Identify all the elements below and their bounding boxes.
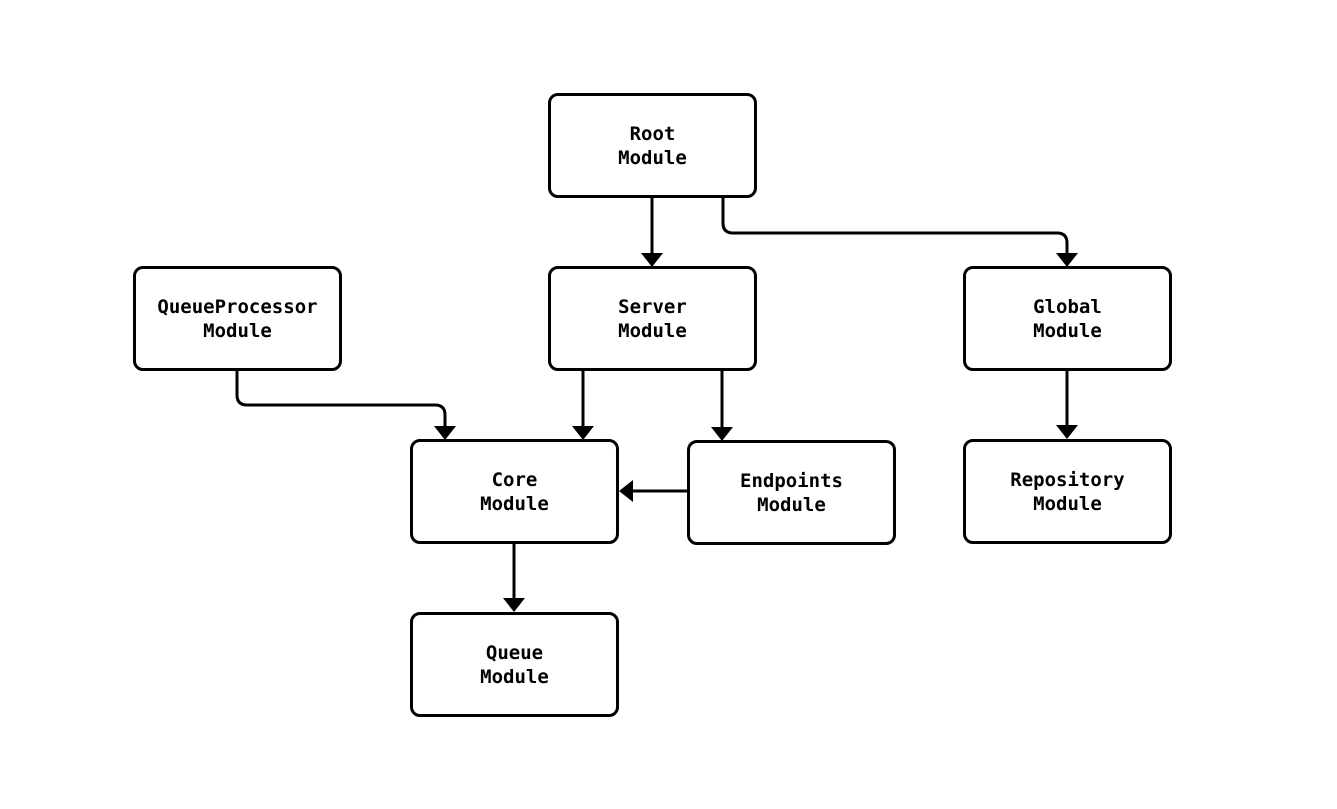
node-root-module-label-line2: Module [618,146,687,169]
node-server-module-label-line2: Module [618,319,687,342]
node-server-module-label-line1: Server [618,295,687,318]
edge-core-queue-arrowhead [503,598,525,612]
edge-root-global-arrowhead [1056,253,1078,267]
node-queue-module-label-line1: Queue [485,641,544,664]
edge-root-global-line [721,198,1069,254]
edge-queueprocessor-core-arrowhead [434,426,456,440]
node-global-module: Global Module [963,266,1172,371]
node-core-module: Core Module [410,439,619,544]
edge-root-server-arrowhead [641,253,663,267]
node-queue-module-label-line2: Module [480,665,549,688]
edge-server-core-arrowhead [572,426,594,440]
node-server-module: Server Module [548,266,757,371]
node-root-module: Root Module [548,93,757,198]
node-repository-module: Repository Module [963,439,1172,544]
node-repository-module-label-line1: Repository [1010,468,1125,491]
node-global-module-label-line1: Global [1033,295,1102,318]
node-queueprocessor-module-label-line1: QueueProcessor [157,295,318,318]
node-queueprocessor-module-label-line2: Module [203,319,272,342]
edge-endpoints-core-arrowhead [619,480,633,502]
node-endpoints-module-label-line1: Endpoints [740,469,843,492]
edge-global-repository-arrowhead [1056,425,1078,439]
node-root-module-label-line1: Root [629,122,676,145]
node-queue-module: Queue Module [410,612,619,717]
edge-queueprocessor-core-line [235,371,447,427]
node-repository-module-label-line2: Module [1033,492,1102,515]
node-endpoints-module-label-line2: Module [757,493,826,516]
node-core-module-label-line1: Core [491,468,538,491]
node-core-module-label-line2: Module [480,492,549,515]
edge-server-endpoints-arrowhead [711,427,733,441]
node-endpoints-module: Endpoints Module [687,440,896,545]
node-global-module-label-line2: Module [1033,319,1102,342]
node-queueprocessor-module: QueueProcessor Module [133,266,342,371]
